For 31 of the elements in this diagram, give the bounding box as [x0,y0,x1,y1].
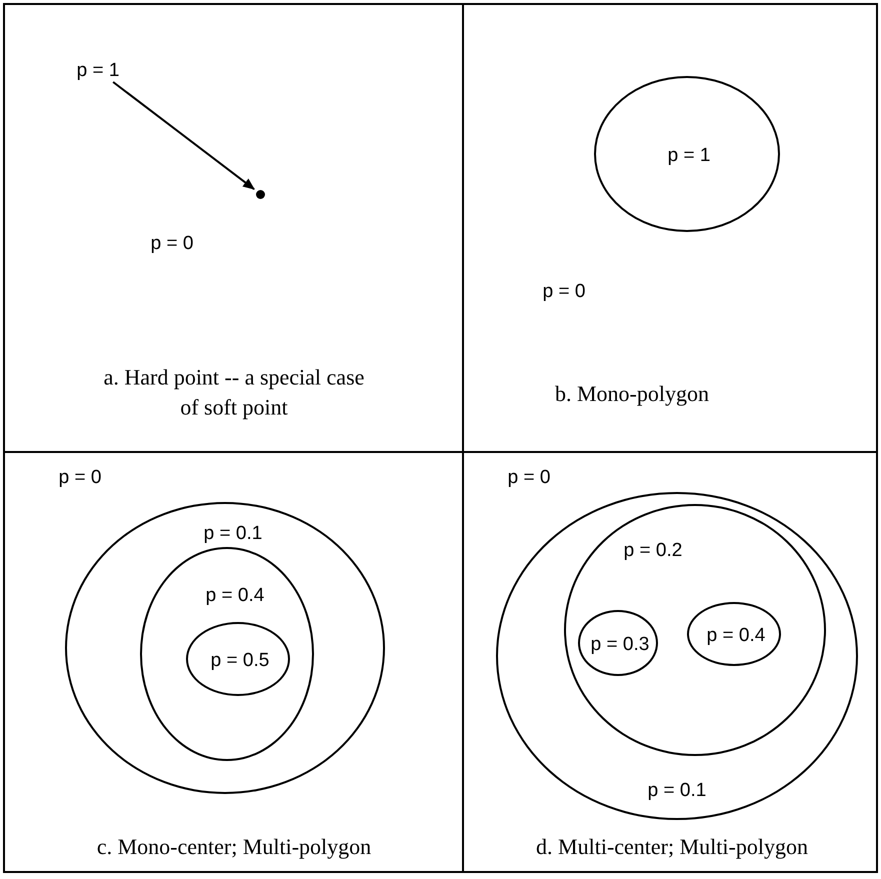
probability-label: p = 0.2 [624,539,682,564]
probability-label: p = 0.5 [210,649,270,674]
panel-frame [3,451,464,873]
probability-label: p = 0.4 [706,624,766,648]
probability-label: p = 0.4 [206,584,264,608]
probability-label: p = 1 [668,144,710,168]
probability-label: p = 0.3 [590,633,650,658]
panel-caption: b. Mono-polygon [555,380,709,408]
region-ellipse [687,602,781,666]
point-dot [256,190,265,199]
probability-label: p = 1 [76,58,120,84]
panel-caption: c. Mono-center; Multi-polygon [96,833,372,862]
region-ellipse [140,547,314,761]
probability-label: p = 0 [58,466,102,490]
region-ellipse [578,610,658,676]
probability-label: p = 0 [150,232,194,256]
probability-label: p = 0.1 [204,522,262,546]
region-ellipse [496,492,858,820]
panel-frame [3,3,464,453]
arrow [112,81,255,190]
region-ellipse [594,76,780,232]
panel-frame [462,3,878,453]
probability-label: p = 0 [542,280,586,304]
panel-caption: a. Hard point -- a special case of soft point [102,363,366,422]
probability-label: p = 0.1 [648,779,706,804]
region-ellipse [564,504,826,756]
region-ellipse [65,502,385,794]
panel-caption: d. Multi-center; Multi-polygon [536,833,808,862]
panel-frame [462,451,878,873]
region-ellipse [186,622,290,696]
probability-label: p = 0 [508,466,550,490]
